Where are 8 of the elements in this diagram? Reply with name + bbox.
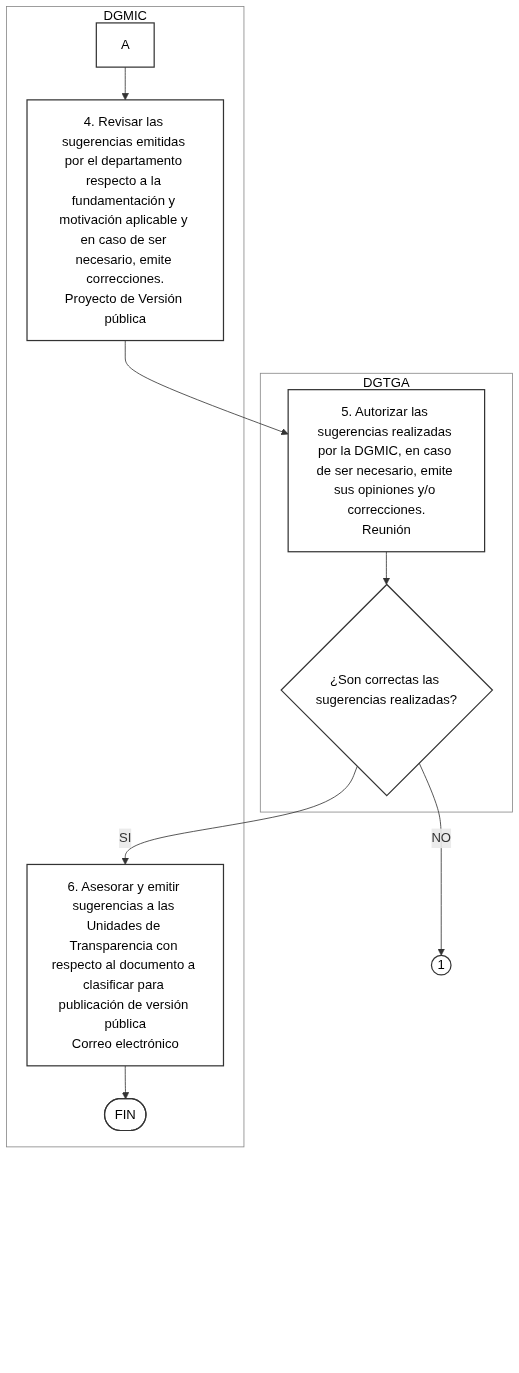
node-box: 5. Autorizar las sugerencias realizadas por la DGMIC, en caso de ser necesario, emite sus opiniones y/o correcciones. Reunión bbox=[287, 389, 486, 553]
edge-label: NO bbox=[431, 830, 452, 845]
node-box: 6. Asesorar y emitir sugerencias a las Unidades de Transparencia con respecto al documento a clasificar para publicación de versión pública Correo electrónico bbox=[26, 863, 225, 1067]
edge-label: SI bbox=[119, 830, 132, 845]
node-diamond: ¿Son correctas las sugerencias realizadas? bbox=[280, 583, 494, 797]
node-box: A bbox=[95, 22, 155, 68]
node-box: 4. Revisar las sugerencias emitidas por el departamento respecto a la fundamentación y motivación aplicable y en caso de ser necesario, emite correcciones. Proyecto de Versión pública bbox=[26, 99, 225, 342]
node-circle: 1 bbox=[430, 954, 452, 976]
